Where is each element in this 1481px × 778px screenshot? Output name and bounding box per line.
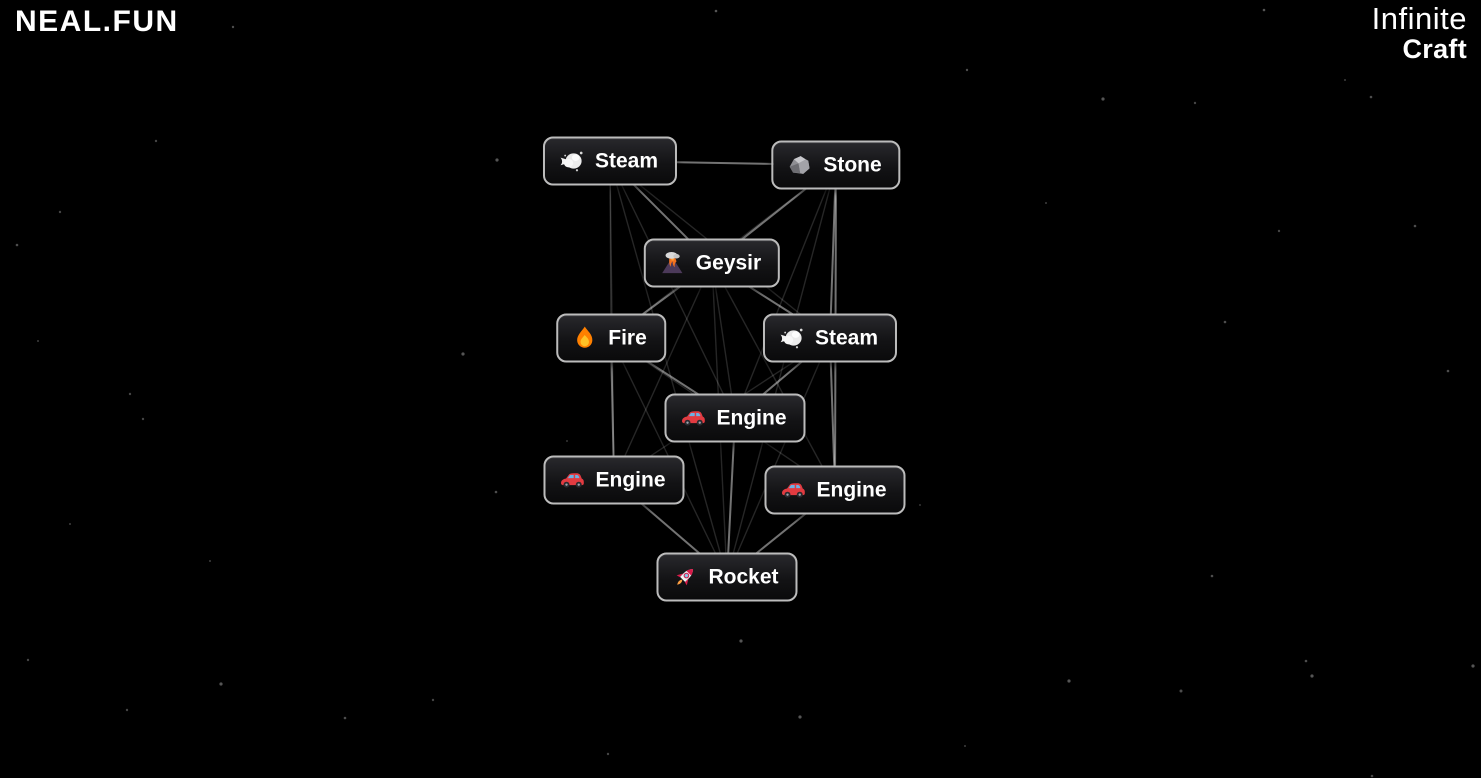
car-icon <box>558 467 585 494</box>
element-node-engine-2[interactable]: Engine <box>543 455 685 505</box>
element-node-steam-1[interactable]: Steam <box>542 136 678 186</box>
star <box>495 158 499 162</box>
element-label: Engine <box>816 478 887 501</box>
infinite-craft-logo: Infinite Craft <box>1372 2 1467 65</box>
star <box>1067 679 1071 683</box>
star <box>919 504 921 506</box>
neal-fun-logo[interactable]: NEAL.FUN <box>15 5 179 38</box>
star <box>1210 574 1214 578</box>
star <box>1045 202 1047 204</box>
fire-icon <box>571 325 598 352</box>
star <box>15 243 19 247</box>
star <box>125 708 129 712</box>
star <box>1304 659 1308 663</box>
star <box>343 716 347 720</box>
element-label: Steam <box>814 326 879 349</box>
star <box>69 523 71 525</box>
star <box>798 715 802 719</box>
recipe-edge <box>726 417 736 578</box>
star <box>1277 229 1281 233</box>
star <box>154 139 158 143</box>
element-label: Geysir <box>695 251 762 274</box>
steam-icon <box>558 148 585 175</box>
recipe-edge <box>609 160 736 419</box>
star <box>1310 674 1314 678</box>
recipe-edge <box>613 262 713 481</box>
recipe-edge <box>726 164 837 578</box>
star <box>231 25 235 29</box>
star <box>431 698 435 702</box>
star <box>1370 774 1374 778</box>
star <box>141 417 145 421</box>
recipe-edge <box>829 337 836 491</box>
element-label: Stone <box>823 153 882 176</box>
element-label: Fire <box>608 326 647 349</box>
infinite-craft-logo-line1: Infinite <box>1371 1 1467 36</box>
star <box>26 658 30 662</box>
element-label: Rocket <box>708 565 779 588</box>
element-node-engine-3[interactable]: Engine <box>764 465 906 515</box>
star <box>209 560 211 562</box>
volcano-icon <box>659 250 686 277</box>
element-node-steam-2[interactable]: Steam <box>762 313 898 363</box>
star <box>606 752 610 756</box>
recipe-edge <box>726 337 831 578</box>
star <box>739 639 743 643</box>
element-label: Engine <box>716 406 787 429</box>
element-node-stone-1[interactable]: Stone <box>771 140 901 190</box>
star <box>566 440 568 442</box>
recipe-edge <box>711 262 736 419</box>
recipe-edge <box>829 164 837 339</box>
rocket-icon <box>671 564 698 591</box>
star <box>58 210 62 214</box>
star <box>714 9 718 13</box>
steam-icon <box>778 325 805 352</box>
car-icon <box>779 477 806 504</box>
star <box>128 392 132 396</box>
star <box>1413 224 1417 228</box>
star <box>1101 97 1105 101</box>
star <box>219 682 223 686</box>
stone-icon <box>786 152 813 179</box>
element-label: Steam <box>594 149 659 172</box>
star <box>1223 320 1227 324</box>
star <box>1179 689 1183 693</box>
recipe-edge <box>734 164 837 419</box>
star <box>1193 101 1197 105</box>
star <box>965 68 969 72</box>
element-label: Engine <box>595 468 666 491</box>
star <box>1344 79 1346 81</box>
element-node-engine-1[interactable]: Engine <box>664 393 806 443</box>
star <box>37 340 39 342</box>
star <box>461 352 465 356</box>
recipe-edge <box>609 160 612 339</box>
star <box>964 745 966 747</box>
car-icon <box>679 405 706 432</box>
element-node-fire-1[interactable]: Fire <box>556 313 666 363</box>
recipe-edge <box>711 262 836 491</box>
infinite-craft-logo-line2: Craft <box>1402 34 1467 65</box>
element-node-geysir-1[interactable]: Geysir <box>643 238 781 288</box>
recipe-edge <box>609 160 728 578</box>
star <box>1369 95 1373 99</box>
element-node-rocket-1[interactable]: Rocket <box>656 552 798 602</box>
star <box>1446 369 1450 373</box>
star <box>1471 664 1475 668</box>
star <box>494 490 498 494</box>
star <box>1262 8 1266 12</box>
